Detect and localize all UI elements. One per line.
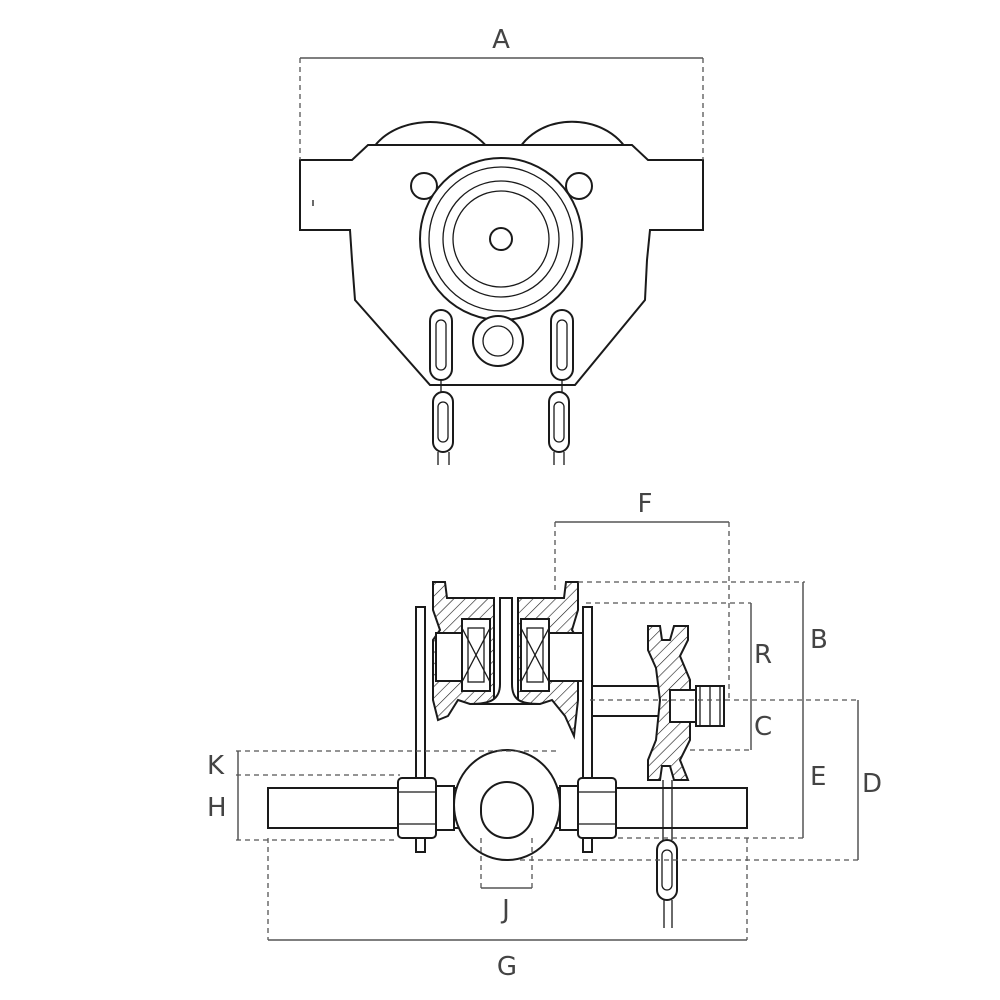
- nut-left: [397, 777, 437, 839]
- side-plate-left: [415, 606, 426, 853]
- shaft-nut: [669, 689, 697, 723]
- dimension-h: H: [207, 775, 398, 841]
- dimension-f: F: [554, 489, 730, 700]
- dimension-d: D: [520, 700, 882, 861]
- dimension-a: A: [299, 25, 704, 160]
- hand-chain-wheel: [419, 157, 583, 321]
- dimension-e: E: [810, 762, 826, 792]
- label-d: D: [862, 769, 882, 799]
- dimension-g: G: [267, 838, 748, 982]
- label-c: C: [754, 712, 772, 742]
- beam-flange: [469, 597, 541, 705]
- hand-chain-right: [548, 309, 574, 465]
- hand-chain-side: [656, 780, 678, 928]
- side-view: F B R C D E: [207, 489, 882, 982]
- bearing-right: [520, 618, 550, 692]
- label-g: G: [497, 952, 517, 982]
- dimension-b: B: [578, 581, 828, 839]
- hand-chain-left: [429, 309, 454, 465]
- bolt-hole-right: [565, 172, 593, 200]
- label-j: J: [500, 895, 510, 925]
- label-h: H: [207, 793, 227, 823]
- suspension-eye: [453, 749, 561, 861]
- bearing-left: [461, 618, 491, 692]
- dimension-r: R: [586, 602, 772, 751]
- label-a: A: [492, 25, 510, 55]
- front-view: A: [299, 25, 704, 465]
- dimension-j: J: [480, 838, 533, 925]
- label-f: F: [638, 489, 653, 519]
- label-e: E: [810, 762, 826, 792]
- label-k: K: [207, 751, 225, 781]
- bolt-hole-left: [410, 172, 438, 200]
- drive-shaft: [591, 685, 671, 717]
- nut-right: [577, 777, 617, 839]
- dimension-k: K: [207, 750, 560, 781]
- label-b: B: [810, 625, 828, 655]
- side-plate-right: [582, 606, 593, 853]
- lower-boss: [472, 315, 524, 367]
- dimension-c: C: [590, 699, 858, 742]
- label-r: R: [754, 640, 772, 670]
